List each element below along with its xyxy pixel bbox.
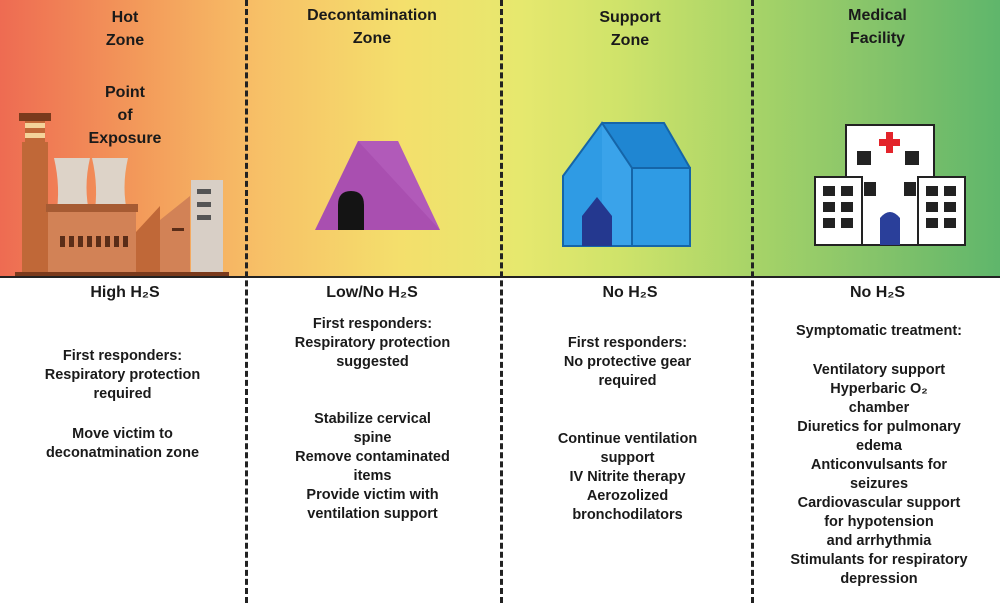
zone-divider-2 (500, 0, 503, 603)
hot-zone-actions: Move victim to deconatmination zone (45, 426, 200, 461)
hot-zone-h2s-level: High H₂S (90, 284, 160, 301)
hospital-icon (814, 124, 966, 246)
zone-illustrations (15, 113, 966, 276)
factory-icon (15, 113, 229, 276)
decon-zone-h2s-level: Low/No H₂S (326, 284, 418, 301)
support-zone-responder-note: First responders: No protective gear req… (563, 335, 692, 389)
decon-zone-responder-note: First responders: Respiratory protection… (294, 316, 451, 370)
zone-divider-3 (751, 0, 754, 603)
tent-icon (315, 141, 440, 230)
decon-zone-actions: Stabilize cervical spine Remove contamin… (295, 411, 450, 522)
point-of-exposure-label: Point of Exposure (88, 84, 162, 147)
medical-facility-h2s-level: No H₂S (849, 284, 906, 301)
support-zone-title: Support Zone (599, 9, 661, 49)
decontamination-zone-title: Decontamination Zone (307, 7, 437, 47)
hot-zone-title: Hot Zone (105, 9, 145, 49)
zone-divider-1 (245, 0, 248, 603)
medical-treatment-heading: Symptomatic treatment: (796, 323, 962, 339)
medical-treatment-list: Ventilatory support Hyperbaric O₂ chambe… (790, 362, 968, 587)
hot-zone-responder-note: First responders: Respiratory protection… (44, 348, 201, 402)
support-zone-actions: Continue ventilation support IV Nitrite … (557, 431, 698, 523)
shelter-icon (562, 121, 691, 247)
medical-facility-title: Medical Facility (848, 7, 907, 47)
support-zone-h2s-level: No H₂S (602, 284, 658, 301)
